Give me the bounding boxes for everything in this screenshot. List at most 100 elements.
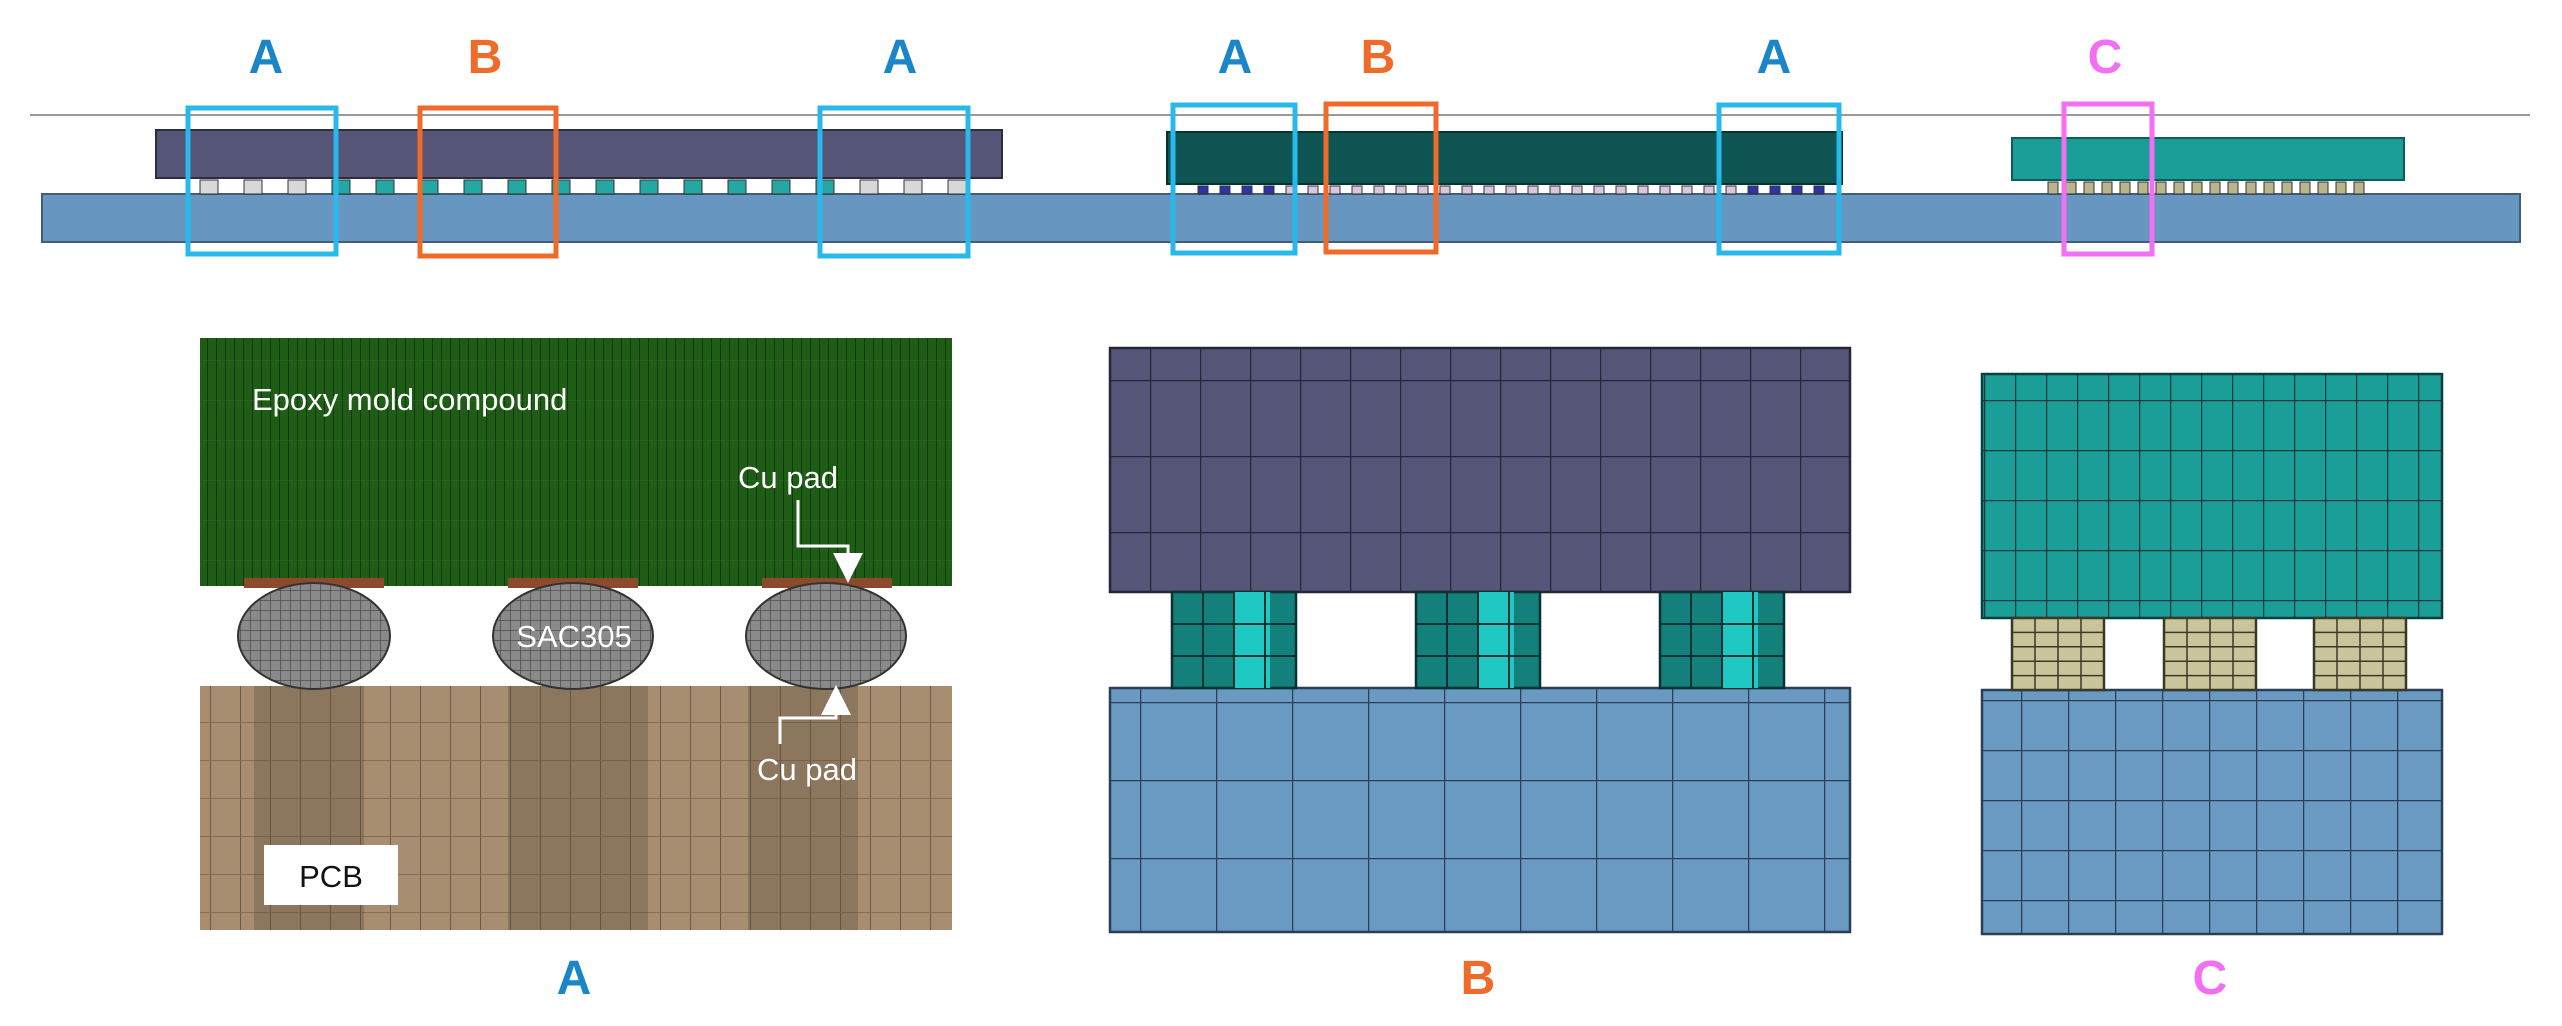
highlight-box-a-3 bbox=[1170, 102, 1298, 256]
label-pcb: PCB bbox=[299, 859, 363, 894]
package-1-solder-row bbox=[199, 179, 967, 195]
overview-solder-ball bbox=[683, 179, 703, 195]
overview-solder-ball bbox=[595, 179, 615, 195]
overview-solder-bump bbox=[1241, 185, 1253, 195]
overview-solder-bump bbox=[1659, 185, 1671, 195]
highlight-box-c bbox=[2061, 101, 2155, 257]
overview-solder-bump bbox=[2191, 181, 2203, 195]
highlight-box-b-1 bbox=[417, 105, 559, 259]
label-epoxy-mold-compound: Epoxy mold compound bbox=[252, 382, 567, 417]
overview-solder-bump bbox=[1461, 185, 1473, 195]
overview-solder-bump bbox=[2155, 181, 2167, 195]
detail-b-pcb bbox=[1108, 686, 1852, 934]
overview-solder-ball bbox=[771, 179, 791, 195]
detail-b-bumps bbox=[1170, 590, 1786, 690]
overview-solder-bump bbox=[2047, 181, 2059, 195]
label-sac305: SAC305 bbox=[516, 619, 631, 654]
detail-b bbox=[1108, 346, 1852, 934]
overview-solder-bump bbox=[1549, 185, 1561, 195]
overview-solder-bump bbox=[2263, 181, 2275, 195]
overview-solder-bump bbox=[1373, 185, 1385, 195]
solder-ball-1 bbox=[237, 582, 391, 690]
overview-solder-bump bbox=[2137, 181, 2149, 195]
top-label-c: C bbox=[2088, 31, 2123, 84]
overview-solder-bump bbox=[1329, 185, 1341, 195]
detail-c-die bbox=[1980, 372, 2444, 620]
overview-solder-ball bbox=[419, 179, 439, 195]
package-3-die bbox=[2011, 137, 2405, 181]
highlight-box-a-4 bbox=[1716, 102, 1842, 256]
package-1-die bbox=[155, 129, 1003, 179]
detail-label-b: B bbox=[1461, 952, 1496, 1005]
detail-label-a: A bbox=[557, 952, 592, 1005]
overview-pcb-board bbox=[41, 193, 2521, 243]
overview-solder-bump bbox=[2173, 181, 2185, 195]
overview-solder-bump bbox=[1505, 185, 1517, 195]
overview-solder-bump bbox=[2083, 181, 2095, 195]
overview-solder-bump bbox=[1703, 185, 1715, 195]
detail-a-column-3 bbox=[748, 686, 858, 930]
overview-solder-bump bbox=[1483, 185, 1495, 195]
arrow-cu-pad-top bbox=[796, 500, 863, 583]
overview-solder-bump bbox=[2227, 181, 2239, 195]
overview-solder-ball bbox=[243, 179, 263, 195]
top-label-b-1: B bbox=[468, 31, 503, 84]
pcb-label-box bbox=[264, 845, 398, 905]
overview-solder-bump bbox=[2299, 181, 2311, 195]
solder-ball-2 bbox=[492, 582, 654, 690]
overview-solder-bump bbox=[2209, 181, 2221, 195]
top-label-a-2: A bbox=[883, 31, 918, 84]
overview-solder-bump bbox=[1769, 185, 1781, 195]
overview-solder-bump bbox=[1791, 185, 1803, 195]
overview-solder-bump bbox=[2065, 181, 2077, 195]
detail-label-c: C bbox=[2193, 952, 2228, 1005]
overview-solder-bump bbox=[1197, 185, 1209, 195]
label-cu-pad-bottom: Cu pad bbox=[757, 752, 857, 787]
detail-c bbox=[1980, 372, 2444, 936]
detail-c-pcb bbox=[1980, 688, 2444, 936]
top-label-a-3: A bbox=[1218, 31, 1253, 84]
overview-solder-bump bbox=[1593, 185, 1605, 195]
top-label-b-2: B bbox=[1361, 31, 1396, 84]
overview-solder-ball bbox=[507, 179, 527, 195]
overview-solder-bump bbox=[2281, 181, 2293, 195]
detail-b-die bbox=[1108, 346, 1852, 594]
overview-solder-ball bbox=[375, 179, 395, 195]
overview-solder-bump bbox=[1307, 185, 1319, 195]
top-label-a-1: A bbox=[249, 31, 284, 84]
top-label-a-4: A bbox=[1757, 31, 1792, 84]
overview-solder-bump bbox=[1351, 185, 1363, 195]
overview-solder-bump bbox=[1571, 185, 1583, 195]
overview-solder-bump bbox=[1439, 185, 1451, 195]
overview-solder-ball bbox=[287, 179, 307, 195]
package-2-solder-row bbox=[1197, 185, 1825, 195]
overview-strip: A B A A B A C bbox=[30, 31, 2530, 259]
overview-solder-bump bbox=[1219, 185, 1231, 195]
solder-ball-3 bbox=[745, 582, 907, 690]
overview-solder-bump bbox=[1725, 185, 1737, 195]
highlight-box-a-1 bbox=[185, 105, 339, 257]
overview-solder-bump bbox=[1263, 185, 1275, 195]
overview-solder-bump bbox=[1615, 185, 1627, 195]
package-3-solder-row bbox=[2047, 181, 2365, 195]
label-cu-pad-top: Cu pad bbox=[738, 460, 838, 495]
overview-solder-bump bbox=[1527, 185, 1539, 195]
detail-c-bumps bbox=[2010, 616, 2408, 692]
package-2-die bbox=[1166, 131, 1843, 185]
overview-solder-ball bbox=[903, 179, 923, 195]
overview-solder-bump bbox=[2101, 181, 2113, 195]
overview-solder-ball bbox=[639, 179, 659, 195]
overview-solder-bump bbox=[1813, 185, 1825, 195]
highlight-box-a-2 bbox=[817, 105, 971, 259]
overview-solder-bump bbox=[1681, 185, 1693, 195]
detail-a: Epoxy mold compound Cu pad SAC305 Cu pad… bbox=[200, 338, 952, 930]
overview-solder-bump bbox=[2317, 181, 2329, 195]
overview-solder-bump bbox=[2245, 181, 2257, 195]
highlight-box-b-2 bbox=[1323, 101, 1439, 255]
overview-solder-ball bbox=[859, 179, 879, 195]
overview-solder-bump bbox=[1417, 185, 1429, 195]
detail-a-column-2 bbox=[508, 686, 648, 930]
overview-solder-bump bbox=[1395, 185, 1407, 195]
overview-solder-bump bbox=[2119, 181, 2131, 195]
